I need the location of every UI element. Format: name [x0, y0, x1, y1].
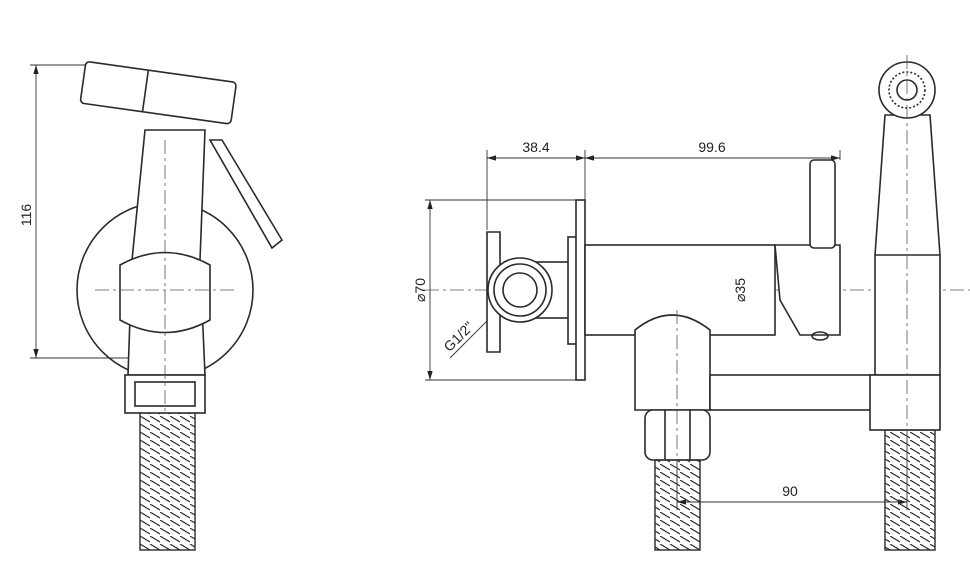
valve-lever [809, 159, 836, 249]
right-sprayer-body [874, 114, 941, 376]
spray-head [79, 61, 237, 125]
inlet-fitting [487, 257, 553, 323]
right-hose [884, 429, 936, 551]
valve-housing [774, 244, 841, 336]
dim-plate-diameter: ⌀70 [412, 278, 428, 302]
outlet-elbow [634, 314, 711, 411]
dim-outlet-spacing: 90 [782, 483, 798, 499]
dim-wall-depth: 38.4 [522, 139, 549, 155]
side-view [425, 55, 970, 551]
lever [208, 139, 284, 250]
dim-projection: 99.6 [698, 139, 725, 155]
front-view [30, 61, 284, 551]
dim-height: 116 [18, 204, 34, 227]
dim-body-diameter: ⌀35 [732, 278, 748, 302]
hose [139, 409, 196, 551]
right-holder [869, 374, 941, 431]
wall-flange [575, 199, 586, 381]
hose-nut [644, 409, 711, 461]
